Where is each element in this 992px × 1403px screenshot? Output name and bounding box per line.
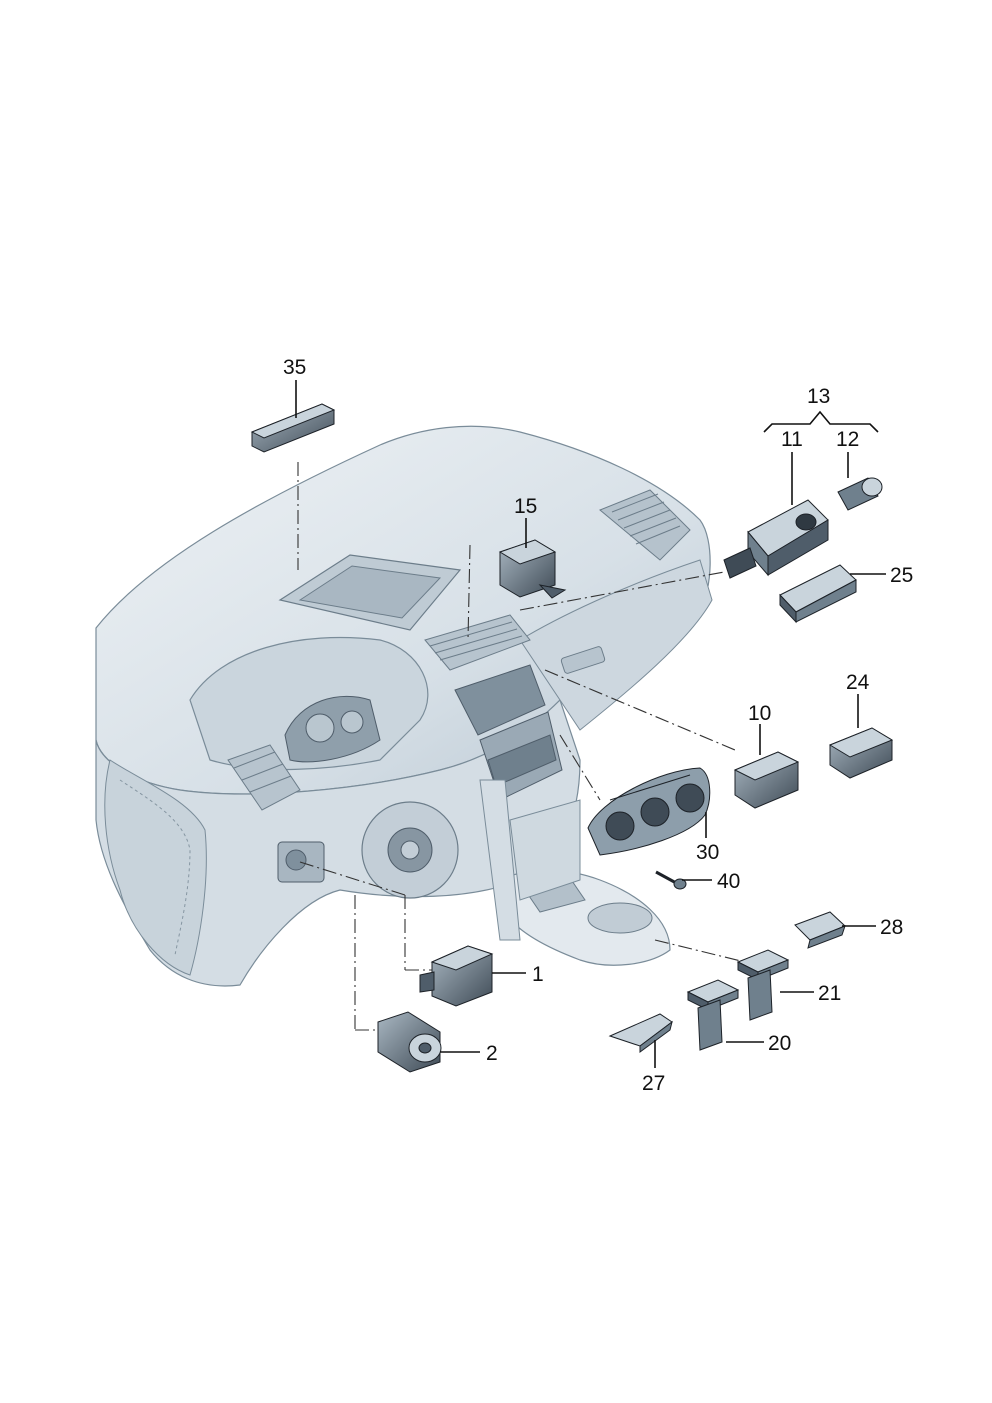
part-30-climate-control — [587, 767, 711, 856]
callout-40: 40 — [717, 870, 740, 893]
part-24-switch — [828, 727, 894, 779]
part-28-cap — [794, 911, 846, 949]
part-40-screw — [655, 870, 687, 890]
part-27-cover — [608, 1013, 673, 1053]
callout-35: 35 — [283, 356, 306, 379]
assembly-guide-lines — [297, 462, 746, 1031]
part-12-lighter-element — [837, 477, 883, 511]
callout-21: 21 — [818, 982, 841, 1005]
part-11-lighter-housing — [723, 499, 829, 579]
part-35-cover — [250, 403, 336, 453]
callout-labels: 35 13 11 12 15 25 24 10 30 40 28 1 21 2 … — [283, 356, 913, 1095]
part-2-light-switch — [377, 1011, 442, 1073]
callout-30: 30 — [696, 841, 719, 864]
dashboard-illustration — [95, 425, 713, 987]
callout-2: 2 — [486, 1042, 498, 1065]
callout-1: 1 — [532, 963, 544, 986]
callout-15: 15 — [514, 495, 537, 518]
center-console-upper — [454, 664, 546, 736]
callout-10: 10 — [748, 702, 771, 725]
callout-25: 25 — [890, 564, 913, 587]
callout-11: 11 — [781, 428, 803, 451]
part-20-plug — [686, 979, 740, 1051]
glovebox-handle — [560, 646, 606, 674]
part-15-relay — [498, 539, 567, 599]
leader-lines — [295, 380, 886, 1068]
callout-20: 20 — [768, 1032, 791, 1055]
knee-bolster — [104, 759, 207, 976]
part-10-switch — [733, 751, 800, 809]
part-25-blanking-cover — [779, 564, 857, 624]
callout-13: 13 — [807, 385, 830, 408]
driver-air-vent — [227, 744, 301, 811]
callout-28: 28 — [880, 916, 903, 939]
callout-27: 27 — [642, 1072, 665, 1095]
callout-12: 12 — [836, 428, 859, 451]
part-21-plug — [736, 949, 790, 1021]
callout-24: 24 — [846, 671, 870, 694]
glovebox-area — [519, 559, 713, 731]
part-1-switch-module — [419, 945, 494, 1007]
